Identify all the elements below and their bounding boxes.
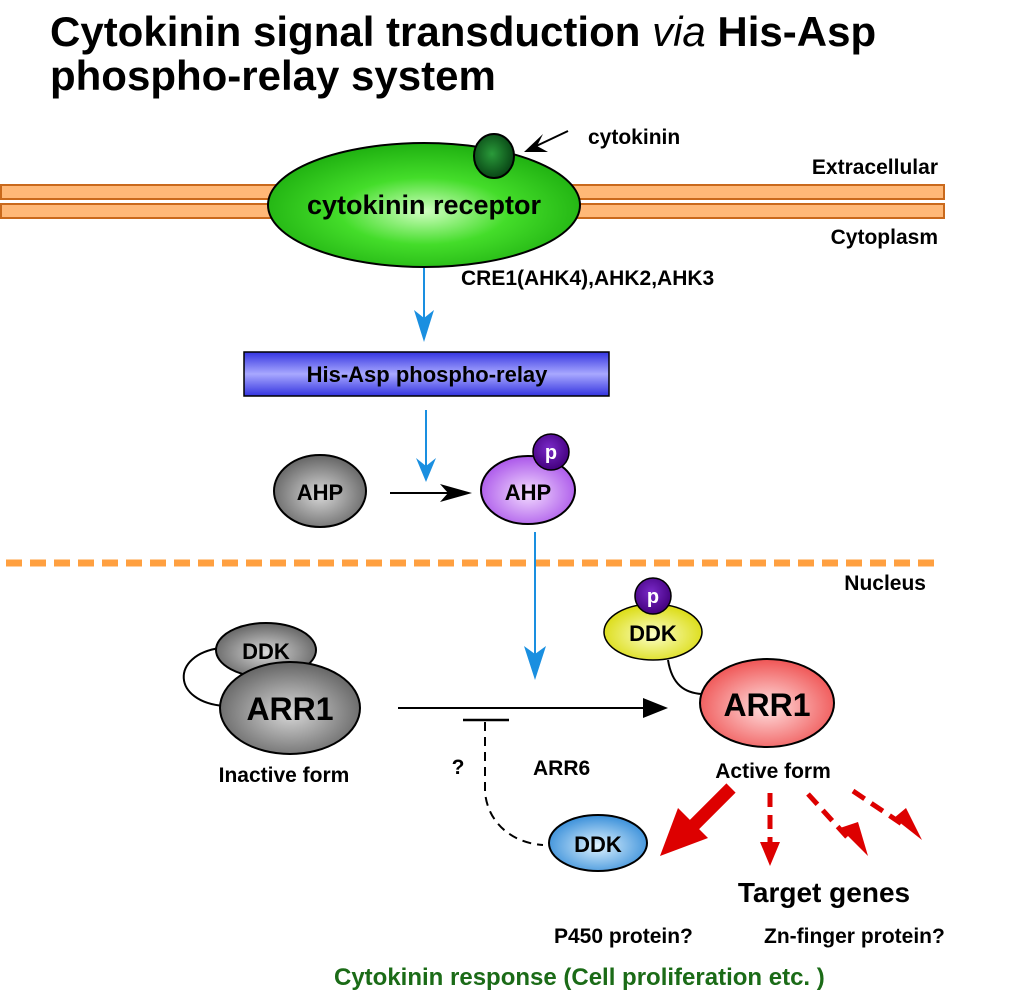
arr1-active-shape [699,658,835,748]
phospho-label-ahp: p [545,442,557,464]
ddk-inactive-label: DDK [242,639,290,664]
phosphorylation-arrow [390,484,472,502]
receptor-names-label: CRE1(AHK4),AHK2,AHK3 [461,267,714,290]
arr1-inactive-shape [219,661,361,755]
arr6-label: ARR6 [533,757,590,780]
ahp-active-label: AHP [505,480,551,505]
inhibition-dashed-line [484,722,544,846]
title-line-2: phospho-relay system [50,52,496,99]
phospho-badge-ahp [532,433,570,471]
cytoplasm-label: Cytoplasm [831,226,938,249]
cytokinin-pointer-arrow [524,130,569,152]
arr1-active-label: ARR1 [723,687,810,723]
arr6-inhibition [463,718,544,846]
ahp-inactive-label: AHP [297,480,343,505]
target-genes-label: Target genes [738,877,910,908]
signal-arrow-receptor-to-relay [414,268,434,342]
signal-arrow-relay-to-ahp [416,410,436,482]
active-form-label: Active form [715,760,831,783]
cytokinin-receptor: cytokinin receptor [267,142,581,268]
output-arrows [660,783,922,866]
question-mark-label: ? [452,756,465,779]
active-linker [667,659,703,695]
phospho-badge-ddk [634,577,672,615]
inactive-linker [182,647,225,707]
phospho-label-ddk: p [647,586,659,608]
inactive-form-label: Inactive form [219,764,350,787]
signal-arrow-ahp-to-nucleus [524,532,546,680]
ddk-active-label: DDK [629,621,677,646]
arr1-inactive-complex: DDK ARR1 [182,622,361,755]
output-arrow-target-3 [851,788,922,840]
cytokinin-label: cytokinin [588,126,680,149]
cytokinin-response-label: Cytokinin response (Cell proliferation e… [334,964,825,991]
arr1-active-complex: DDK p ARR1 [603,577,835,748]
receptor-label: cytokinin receptor [307,190,542,220]
relay-label: His-Asp phospho-relay [307,362,549,387]
arr1-inactive-label: ARR1 [246,691,333,727]
activation-arrow [398,698,668,718]
ahp-phosphorylated: AHP p [480,433,576,525]
output-arrow-ddk [660,783,736,856]
cytokinin-ligand [473,133,515,179]
p450-label: P450 protein? [554,925,693,948]
zn-finger-label: Zn-finger protein? [764,925,945,948]
extracellular-label: Extracellular [812,156,938,179]
his-asp-relay-box: His-Asp phospho-relay [243,351,610,397]
ahp-inactive: AHP [273,454,367,528]
title-line-1: Cytokinin signal transduction via His-As… [50,8,876,55]
nucleus-label: Nucleus [844,572,926,595]
output-arrow-target-1 [760,793,780,866]
output-arrow-target-2 [806,792,868,856]
ddk-free: DDK [548,814,648,872]
ddk-free-label: DDK [574,832,622,857]
